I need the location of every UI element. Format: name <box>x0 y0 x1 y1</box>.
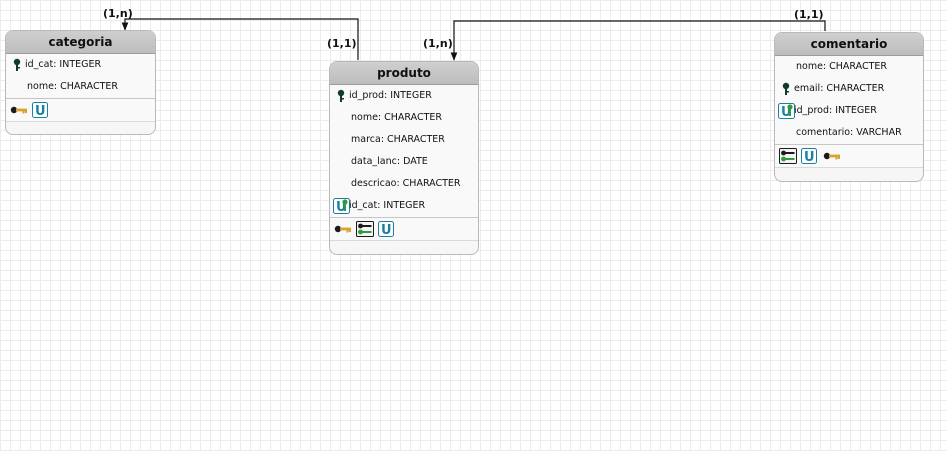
field-row[interactable]: data_lanc: DATE <box>330 151 478 173</box>
entity-actions: U <box>775 145 923 168</box>
field-label: id_prod: INTEGER <box>349 90 432 101</box>
svg-text:U: U <box>336 200 347 214</box>
field-row[interactable]: nome: CHARACTER <box>330 107 478 129</box>
unique-foreign-key-icon: U <box>778 103 795 120</box>
key-icon[interactable] <box>334 221 352 237</box>
divider <box>775 144 923 145</box>
field-label: comentario: VARCHAR <box>796 127 902 138</box>
field-label: id_prod: INTEGER <box>794 105 877 116</box>
svg-text:U: U <box>35 104 46 118</box>
field-row[interactable]: comentario: VARCHAR <box>775 122 923 144</box>
entity-title: categoria <box>6 31 155 54</box>
foreign-key-icon[interactable] <box>356 221 374 237</box>
unique-icon[interactable]: U <box>32 102 50 119</box>
entity-fields: id_cat: INTEGER nome: CHARACTER <box>6 54 155 98</box>
cardinality-label-produto-to-categoria: (1,1) <box>327 37 357 50</box>
cardinality-label-comentario-to-produto: (1,1) <box>794 8 824 21</box>
divider <box>6 98 155 99</box>
cardinality-label-produto: (1,n) <box>423 37 453 50</box>
entity-actions: U <box>6 99 155 122</box>
field-row[interactable]: nome: CHARACTER <box>6 76 155 98</box>
relationship-line-comentario-produto <box>450 20 826 61</box>
entity-comentario[interactable]: comentario nome: CHARACTER email: CHARACT… <box>774 32 924 182</box>
field-label: marca: CHARACTER <box>351 134 445 145</box>
key-icon[interactable] <box>10 102 28 118</box>
key-icon[interactable] <box>823 148 841 164</box>
svg-text:U: U <box>804 150 815 164</box>
divider <box>330 217 478 218</box>
svg-text:U: U <box>781 105 792 119</box>
entity-fields: id_prod: INTEGER nome: CHARACTER marca: CH… <box>330 85 478 217</box>
primary-key-icon <box>12 58 28 72</box>
field-row[interactable]: id_cat: INTEGER <box>6 54 155 76</box>
field-label: id_cat: INTEGER <box>25 59 102 70</box>
field-label: descricao: CHARACTER <box>351 178 461 189</box>
cardinality-label-categoria: (1,n) <box>103 7 133 20</box>
field-label: id_cat: INTEGER <box>349 200 426 211</box>
field-label: nome: CHARACTER <box>796 61 888 72</box>
field-row[interactable]: email: CHARACTER <box>775 78 923 100</box>
field-label: data_lanc: DATE <box>351 156 428 167</box>
field-label: nome: CHARACTER <box>351 112 443 123</box>
svg-text:U: U <box>381 223 392 237</box>
field-label: email: CHARACTER <box>794 83 885 94</box>
field-label: nome: CHARACTER <box>27 81 119 92</box>
entity-title: comentario <box>775 33 923 56</box>
foreign-key-icon[interactable] <box>779 148 797 164</box>
entity-produto[interactable]: produto id_prod: INTEGER nome: CHARACTER m… <box>329 61 479 255</box>
field-row[interactable]: id_prod: INTEGER <box>330 85 478 107</box>
field-row[interactable]: marca: CHARACTER <box>330 129 478 151</box>
primary-key-icon <box>781 82 797 96</box>
field-row[interactable]: descricao: CHARACTER <box>330 173 478 195</box>
unique-icon[interactable]: U <box>801 148 819 165</box>
primary-key-icon <box>336 89 352 103</box>
entity-actions: U <box>330 218 478 241</box>
entity-categoria[interactable]: categoria id_cat: INTEGER nome: CHARACTER… <box>5 30 156 135</box>
entity-title: produto <box>330 62 478 85</box>
relationship-line-produto-categoria <box>121 18 359 60</box>
field-row[interactable]: nome: CHARACTER <box>775 56 923 78</box>
unique-foreign-key-icon: U <box>333 198 350 215</box>
unique-icon[interactable]: U <box>378 221 396 238</box>
